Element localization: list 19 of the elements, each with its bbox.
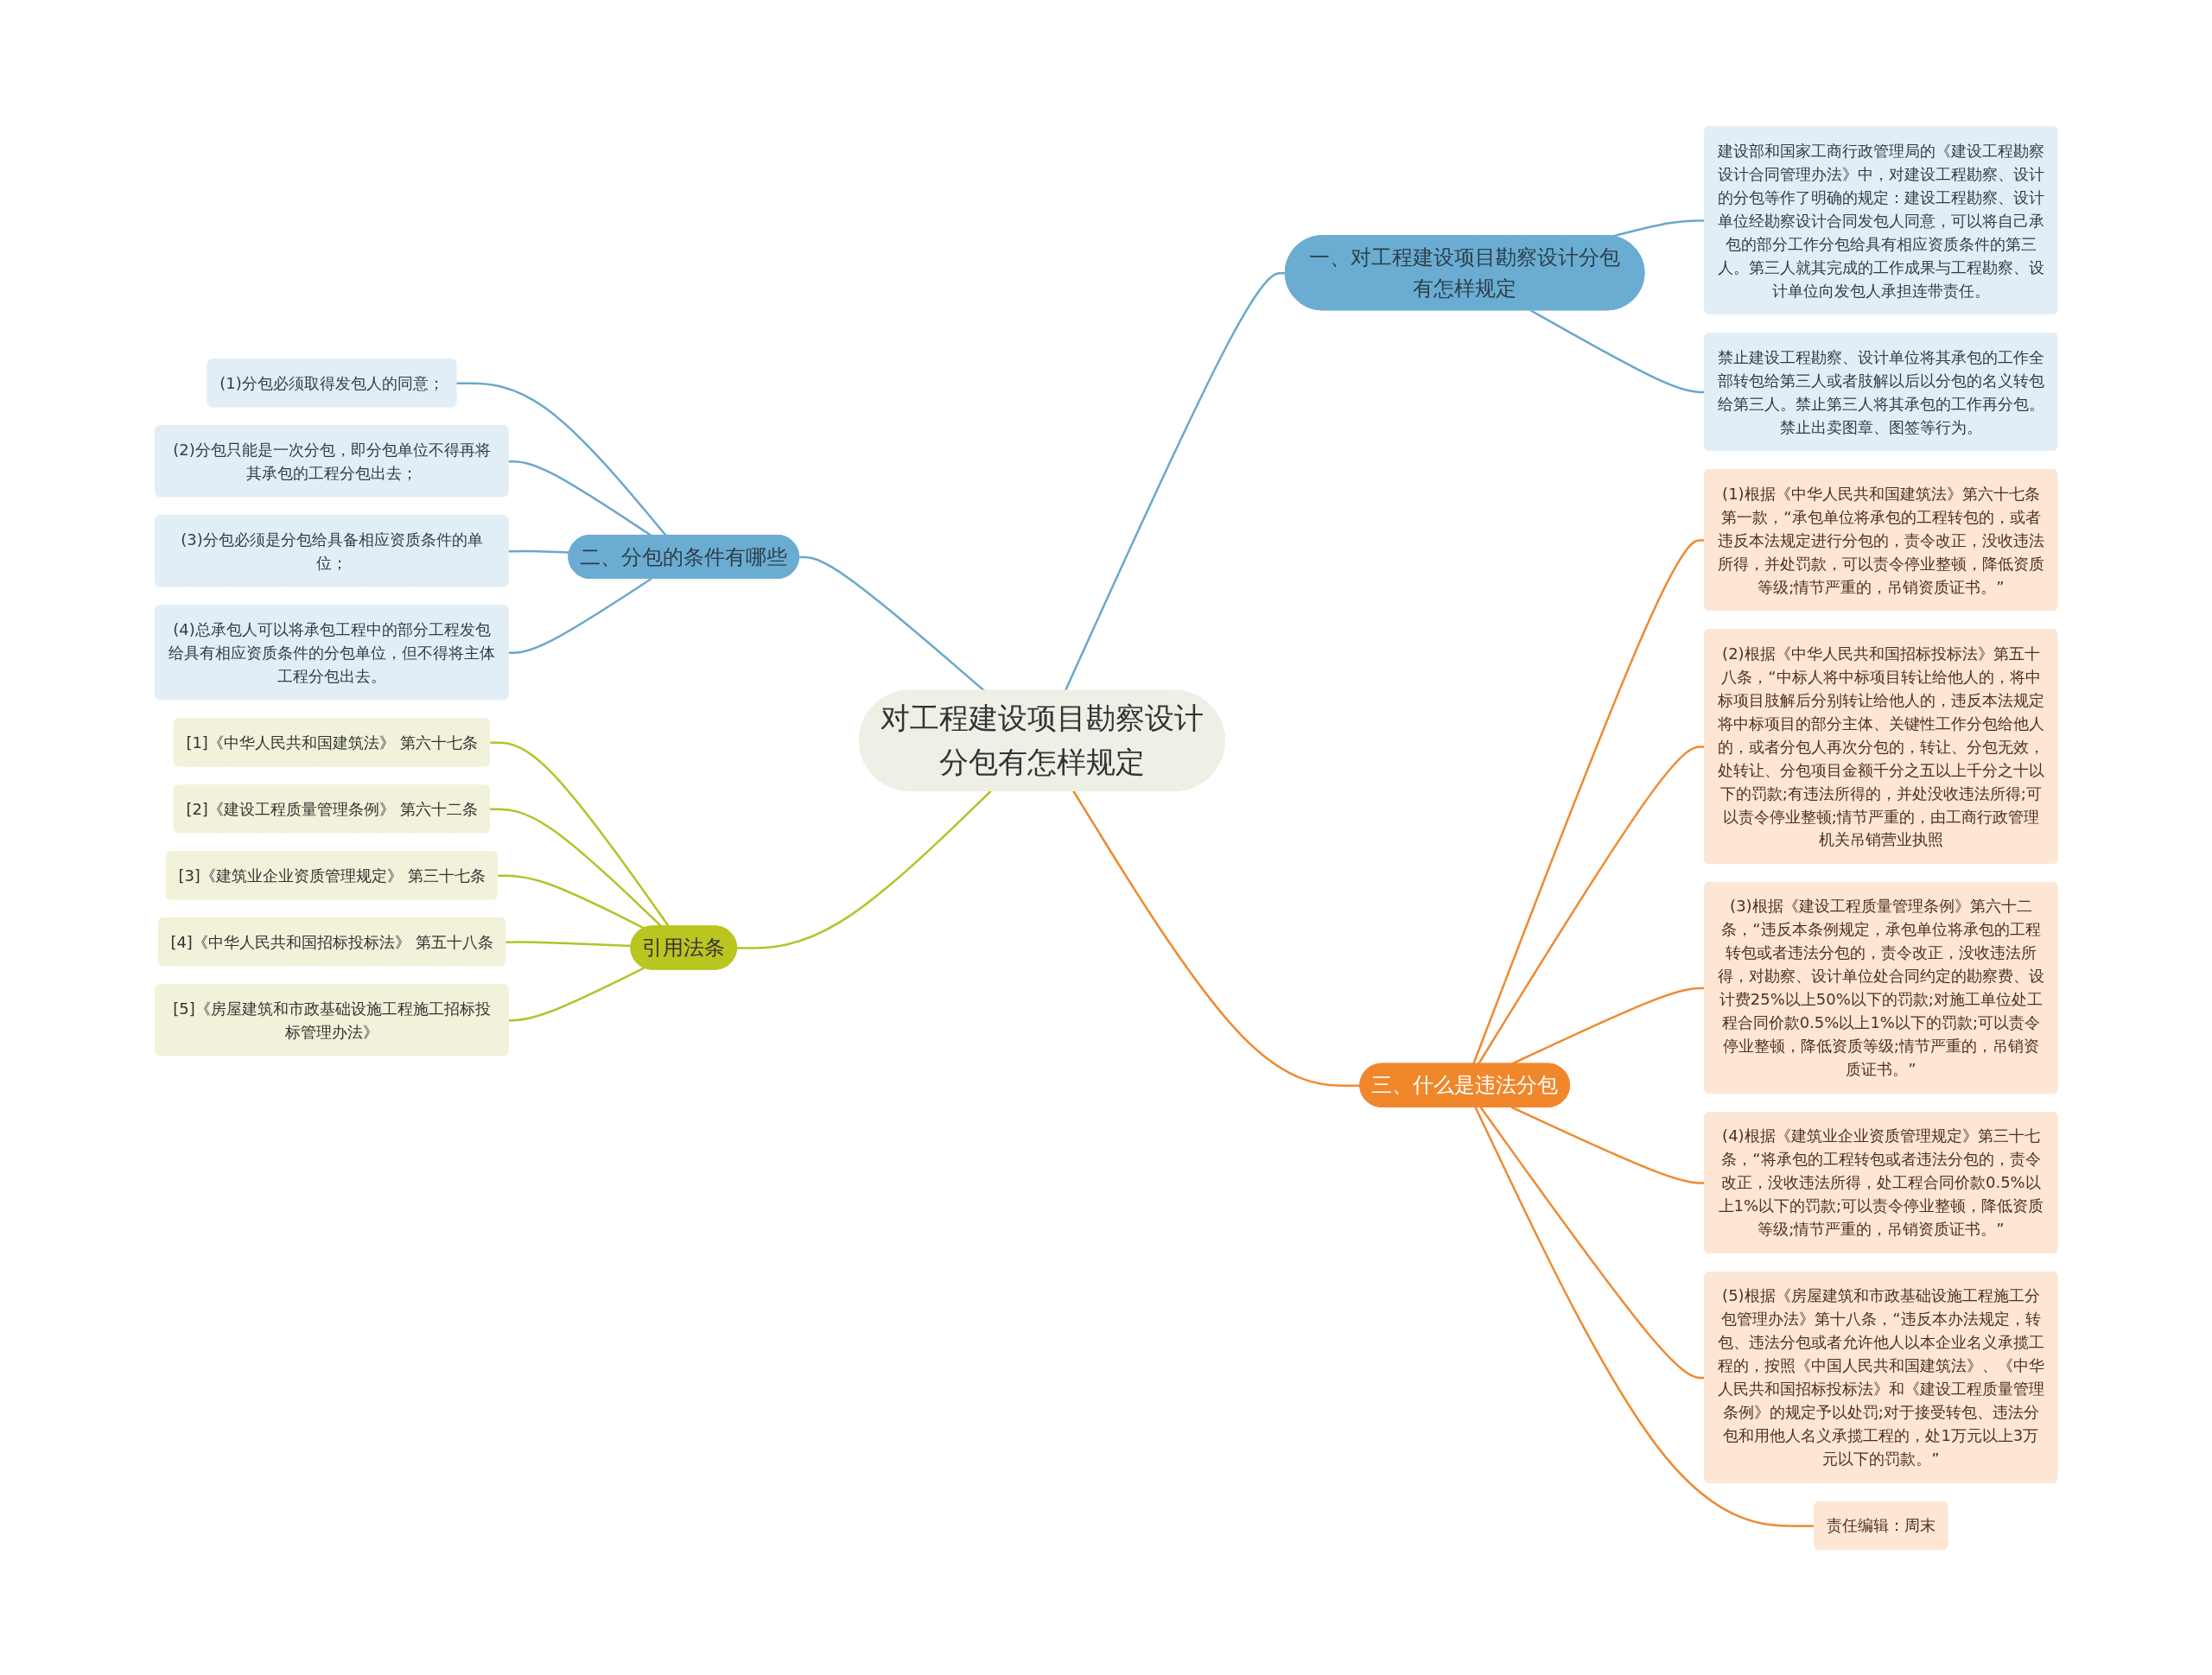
connector bbox=[1477, 745, 1705, 1064]
connector bbox=[1473, 1106, 1815, 1527]
connector bbox=[508, 460, 652, 536]
connector bbox=[505, 940, 632, 947]
connector bbox=[508, 966, 645, 1021]
connector bbox=[1471, 538, 1705, 1064]
connector bbox=[736, 790, 992, 949]
connector bbox=[455, 381, 667, 536]
connector bbox=[508, 577, 652, 654]
connector bbox=[1529, 308, 1705, 393]
connector bbox=[489, 740, 670, 927]
connector bbox=[1064, 271, 1286, 691]
connector bbox=[489, 807, 662, 927]
connector bbox=[508, 549, 569, 554]
connector bbox=[497, 873, 645, 929]
connector bbox=[1510, 1106, 1705, 1184]
connector bbox=[1611, 219, 1705, 238]
connector bbox=[1479, 1106, 1705, 1379]
connector bbox=[1071, 790, 1360, 1087]
